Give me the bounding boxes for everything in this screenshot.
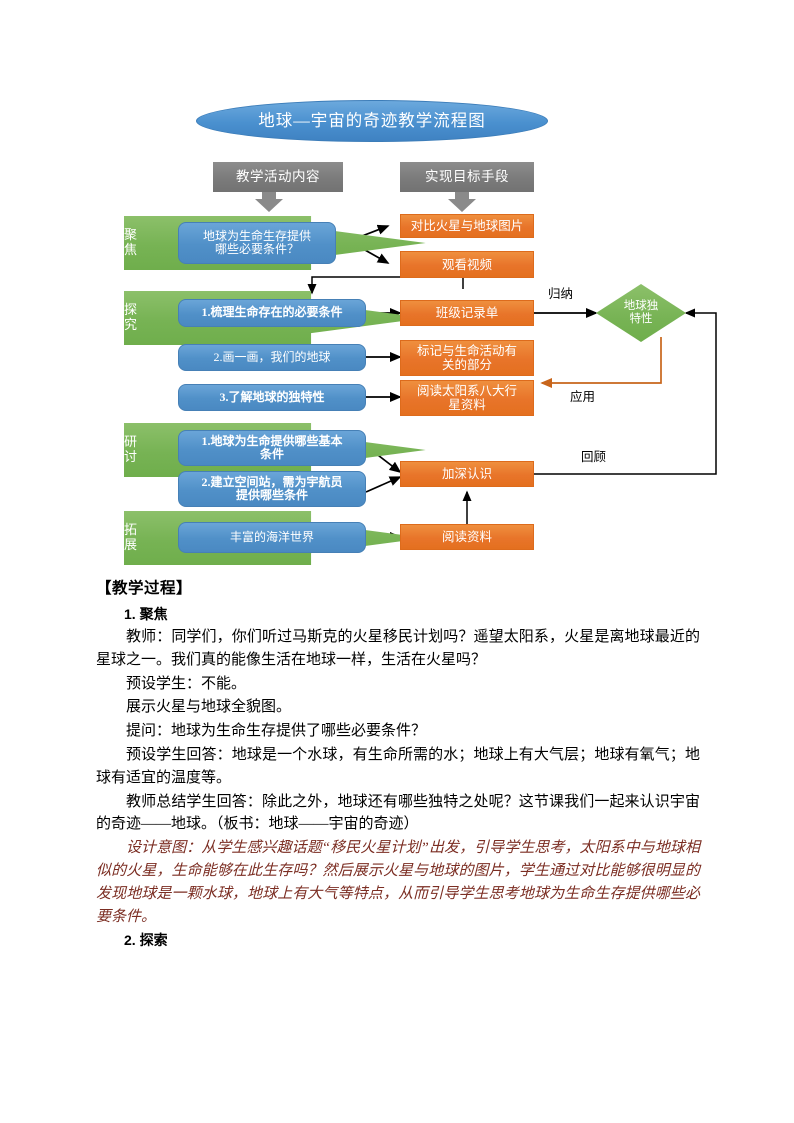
paragraph-design-intent: 设计意图：从学生感兴趣话题“移民火星计划”出发，引导学生思考，太阳系中与地球相似… <box>96 840 700 925</box>
activity-box-1-line2: 哪些必要条件？ <box>214 242 299 256</box>
activity-box-6-line1: 2.建立空间站，需为宇航员 <box>201 474 343 489</box>
activity-box-5-line1: 1.地球为生命提供哪些基本 <box>201 433 343 448</box>
activity-box-6: 2.建立空间站，需为宇航员 提供哪些条件 <box>178 471 366 507</box>
means-box-7: 阅读资料 <box>400 524 534 550</box>
activity-box-7: 丰富的海洋世界 <box>178 522 366 553</box>
activity-box-1: 地球为生命生存提供 哪些必要条件？ <box>178 222 336 264</box>
paragraph-question: 提问：地球为生命生存提供了哪些必要条件？ <box>126 723 427 740</box>
decision-diamond-line2: 特性 <box>629 313 653 325</box>
header-achievement-means: 实现目标手段 <box>400 162 534 192</box>
edge-label-apply: 应用 <box>570 390 596 404</box>
activity-box-2: 1.梳理生命存在的必要条件 <box>178 299 366 327</box>
subsection-title-1: 1. 聚焦 <box>124 606 168 622</box>
paragraph-student-response-1: 预设学生：不能。 <box>126 675 247 692</box>
paragraph-student-response-2: 预设学生回答：地球是一个水球，有生命所需的水；地球上有大气层；地球有氧气；地球有… <box>96 746 700 786</box>
flowchart-title: 地球—宇宙的奇迹教学流程图 <box>196 100 548 142</box>
means-box-4-line1: 标记与生命活动有 <box>416 344 517 358</box>
means-box-3: 班级记录单 <box>400 300 534 326</box>
means-box-5-line2: 星资料 <box>448 398 486 412</box>
activity-box-5: 1.地球为生命提供哪些基本 条件 <box>178 430 366 466</box>
activity-box-1-line1: 地球为生命生存提供 <box>202 228 311 243</box>
means-box-4-line2: 关的部分 <box>441 358 492 372</box>
section-title: 【教学过程】 <box>96 580 193 597</box>
teaching-flowchart: 地球—宇宙的奇迹教学流程图 教学活动内容 实现目标手段 聚 焦 探 究 研 讨 … <box>124 100 717 565</box>
edge-label-induce: 归纳 <box>548 287 574 301</box>
means-box-4: 标记与生命活动有 关的部分 <box>400 340 534 376</box>
activity-box-5-line2: 条件 <box>259 447 284 461</box>
paragraph-show-images: 展示火星与地球全貌图。 <box>126 699 292 716</box>
decision-diamond: 地球独 特性 <box>596 284 686 342</box>
lesson-plan-text: 【教学过程】 1. 聚焦 教师：同学们，你们听过马斯克的火星移民计划吗？遥望太阳… <box>96 576 700 952</box>
activity-box-3: 2.画一画，我们的地球 <box>178 344 366 371</box>
paragraph-teacher-intro: 教师：同学们，你们听过马斯克的火星移民计划吗？遥望太阳系，火星是离地球最近的星球… <box>96 629 700 668</box>
decision-diamond-line1: 地球独 <box>623 299 659 312</box>
edge-label-review: 回顾 <box>581 450 607 464</box>
decision-diamond-label: 地球独 特性 <box>596 284 686 342</box>
header-activity-content: 教学活动内容 <box>213 162 343 192</box>
means-box-6: 加深认识 <box>400 461 534 487</box>
subsection-title-2: 2. 探索 <box>124 932 168 949</box>
means-box-5-line1: 阅读太阳系八大行 <box>416 384 517 398</box>
activity-box-6-line2: 提供哪些条件 <box>235 488 308 502</box>
means-box-1: 对比火星与地球图片 <box>400 214 534 238</box>
means-box-2: 观看视频 <box>400 251 534 278</box>
activity-box-4: 3.了解地球的独特性 <box>178 384 366 411</box>
means-box-5: 阅读太阳系八大行 星资料 <box>400 380 534 416</box>
paragraph-teacher-summary: 教师总结学生回答：除此之外，地球还有哪些独特之处呢？这节课我们一起来认识宇宙的奇… <box>96 793 700 833</box>
